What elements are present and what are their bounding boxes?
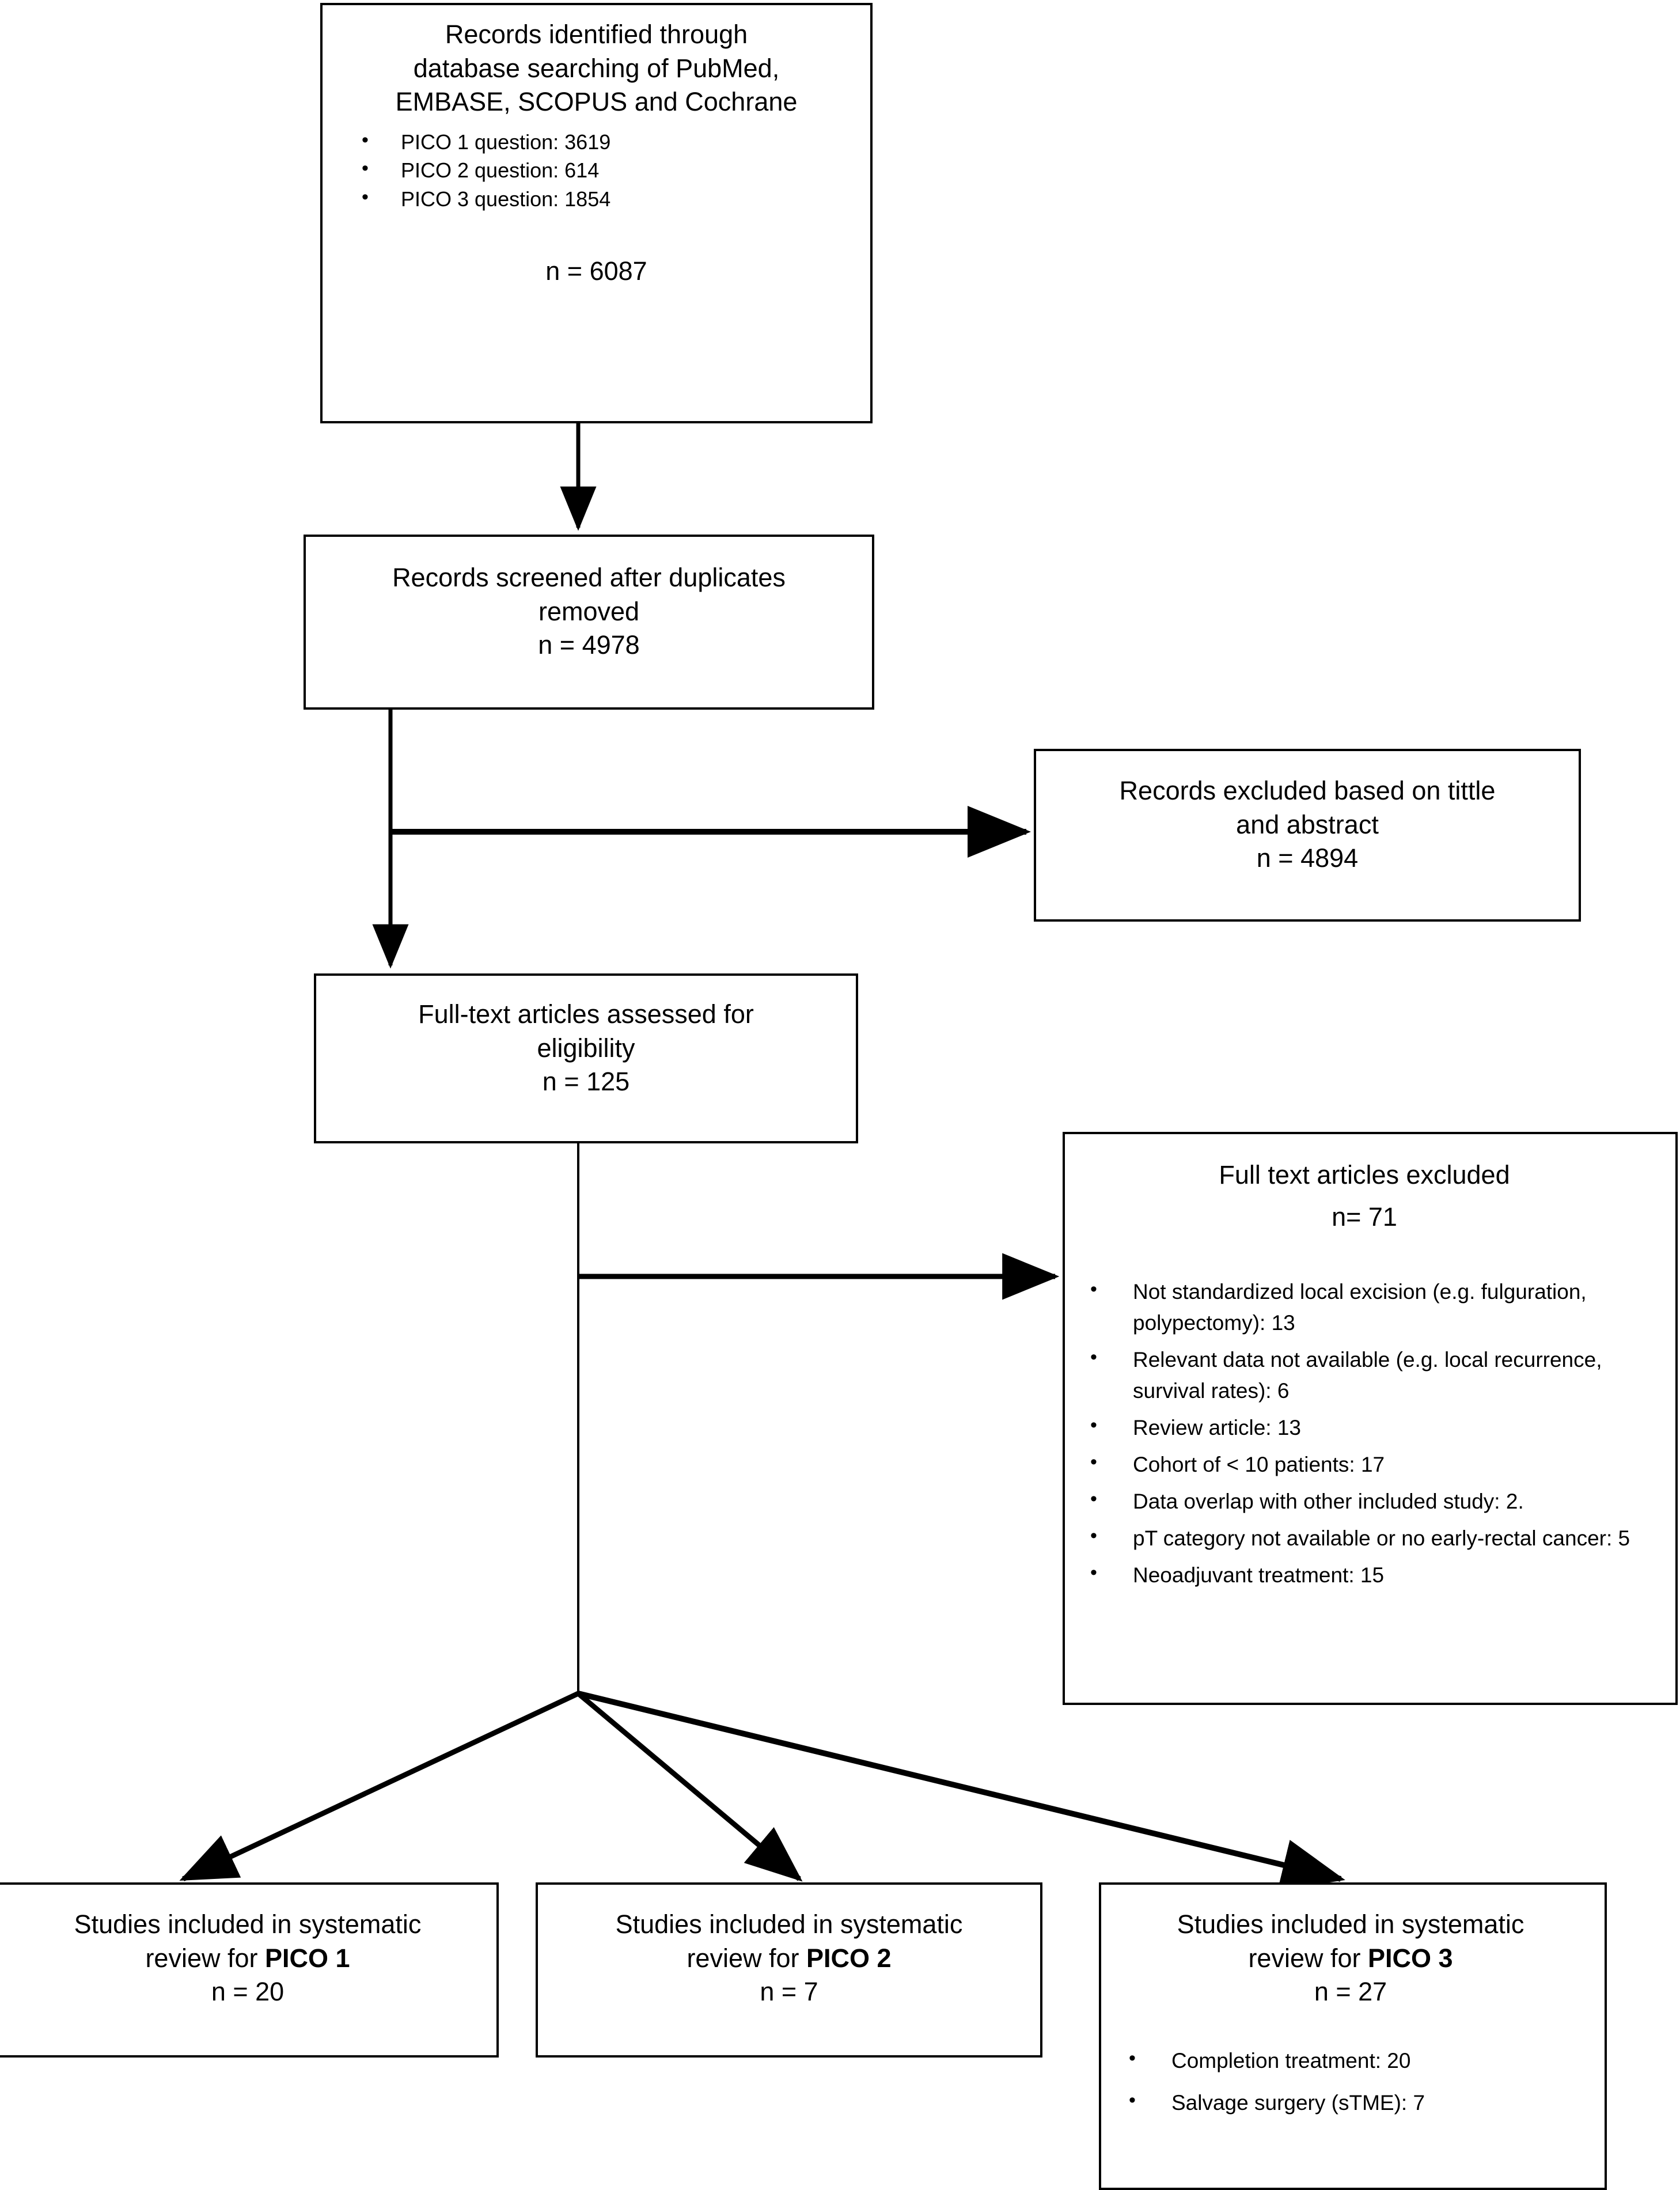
records-identified-title-line-3: EMBASE, SCOPUS and Cochrane — [395, 87, 798, 116]
list-item: Data overlap with other included study: … — [1071, 1485, 1658, 1517]
list-item: Review article: 13 — [1071, 1411, 1658, 1443]
fulltext-assessed-title-line-1: Full-text articles assessed for — [418, 999, 754, 1029]
connector-to-pico3 — [577, 1691, 1345, 1890]
records-excluded-title-line-1: Records excluded based on tittle — [1119, 776, 1496, 805]
included-pico-2-line-2: review for PICO 2 — [553, 1942, 1025, 1976]
included-pico-1-line-1: Studies included in systematic — [74, 1909, 422, 1939]
included-pico-2-line-1: Studies included in systematic — [615, 1909, 963, 1939]
records-identified-bullet-list: PICO 1 question: 3619 PICO 2 question: 6… — [346, 127, 847, 214]
list-item: Salvage surgery (sTME): 7 — [1109, 2087, 1592, 2118]
connector-to-pico2 — [577, 1691, 803, 1882]
records-identified-title-line-2: database searching of PubMed, — [413, 53, 780, 83]
records-excluded-title-line-2: and abstract — [1236, 809, 1379, 839]
included-pico-3-line-1: Studies included in systematic — [1177, 1909, 1524, 1939]
records-screened-count: n = 4978 — [538, 630, 640, 660]
box-included-pico-2: Studies included in systematic review fo… — [536, 1882, 1042, 2058]
records-screened-title-line-1: Records screened after duplicates — [392, 563, 786, 592]
records-screened-title-line-2: removed — [538, 596, 640, 626]
records-identified-count: n = 6087 — [545, 256, 647, 286]
included-pico-2-label: PICO 2 — [806, 1943, 892, 1973]
fulltext-assessed-title-line-2: eligibility — [537, 1033, 635, 1063]
records-identified-title-line-1: Records identified through — [445, 20, 748, 49]
box-records-excluded-title-abstract: Records excluded based on tittle and abs… — [1034, 749, 1581, 922]
included-pico-2-count: n = 7 — [760, 1977, 818, 2006]
list-item: PICO 1 question: 3619 — [346, 127, 847, 156]
box-included-pico-3: Studies included in systematic review fo… — [1099, 1882, 1607, 2190]
list-item: PICO 3 question: 1854 — [346, 184, 847, 213]
list-item: Relevant data not available (e.g. local … — [1071, 1343, 1658, 1407]
fulltext-assessed-count: n = 125 — [542, 1067, 630, 1096]
list-item: Completion treatment: 20 — [1109, 2045, 1592, 2076]
list-item: PICO 2 question: 614 — [346, 156, 847, 184]
included-pico-3-bullet-list: Completion treatment: 20 Salvage surgery… — [1109, 2045, 1592, 2119]
box-records-identified: Records identified through database sear… — [320, 3, 873, 423]
included-pico-1-line-2: review for PICO 1 — [14, 1942, 481, 1976]
fulltext-excluded-title: Full text articles excluded — [1219, 1160, 1510, 1189]
records-excluded-count: n = 4894 — [1256, 843, 1359, 873]
included-pico-2-line-2-prefix: review for — [687, 1943, 806, 1973]
included-pico-1-line-2-prefix: review for — [145, 1943, 265, 1973]
box-records-screened: Records screened after duplicates remove… — [304, 535, 874, 710]
fulltext-excluded-count: n= 71 — [1332, 1202, 1397, 1232]
list-item: Neoadjuvant treatment: 15 — [1071, 1559, 1658, 1591]
box-fulltext-assessed: Full-text articles assessed for eligibil… — [314, 973, 858, 1143]
list-item: pT category not available or no early-re… — [1071, 1522, 1658, 1554]
list-item: Not standardized local excision (e.g. fu… — [1071, 1275, 1658, 1339]
included-pico-3-count: n = 27 — [1314, 1977, 1387, 2006]
connector-to-pico1 — [179, 1691, 579, 1882]
included-pico-3-line-2-prefix: review for — [1248, 1943, 1368, 1973]
box-included-pico-1: Studies included in systematic review fo… — [0, 1882, 499, 2058]
included-pico-3-line-2: review for PICO 3 — [1109, 1942, 1592, 1976]
included-pico-1-count: n = 20 — [211, 1977, 285, 2006]
list-item: Cohort of < 10 patients: 17 — [1071, 1448, 1658, 1480]
box-fulltext-excluded: Full text articles excluded n= 71 Not st… — [1063, 1132, 1678, 1705]
fulltext-excluded-bullet-list: Not standardized local excision (e.g. fu… — [1071, 1275, 1658, 1591]
included-pico-1-label: PICO 1 — [265, 1943, 350, 1973]
included-pico-3-label: PICO 3 — [1368, 1943, 1453, 1973]
